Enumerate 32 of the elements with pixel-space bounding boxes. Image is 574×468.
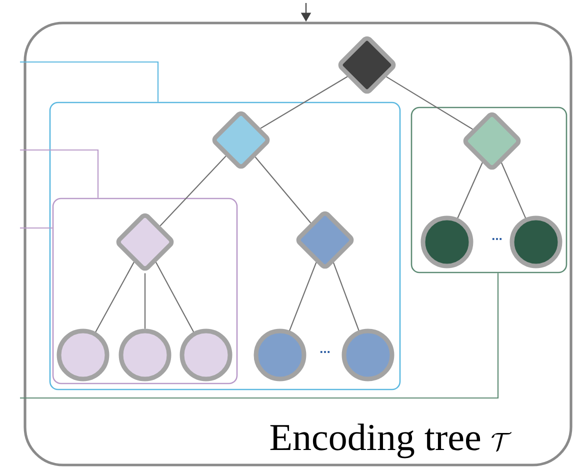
diamond-node bbox=[116, 213, 174, 271]
group-box bbox=[49, 102, 401, 390]
circle-node bbox=[510, 216, 562, 268]
connector-line bbox=[254, 156, 312, 224]
ellipsis: ... bbox=[492, 238, 502, 240]
connector-line bbox=[20, 227, 52, 229]
circle-node bbox=[420, 216, 474, 268]
group-box bbox=[410, 106, 568, 274]
connector-line bbox=[160, 156, 226, 226]
connector-line bbox=[457, 162, 483, 218]
diamond-node bbox=[212, 111, 270, 169]
diamond-node bbox=[338, 36, 396, 94]
circle-node bbox=[56, 328, 110, 382]
connector-line bbox=[20, 61, 159, 102]
connector-line bbox=[500, 162, 526, 218]
connector-line bbox=[95, 262, 134, 332]
diamond-node bbox=[296, 211, 354, 269]
diamond-node bbox=[463, 112, 521, 170]
ellipsis: ... bbox=[320, 351, 330, 353]
connector-line bbox=[144, 273, 146, 329]
circle-node bbox=[180, 328, 232, 382]
connector-line bbox=[386, 76, 473, 130]
connector-line bbox=[260, 76, 348, 129]
connector-line bbox=[20, 273, 499, 399]
group-box bbox=[52, 198, 238, 384]
connector-line bbox=[20, 149, 99, 198]
connector-line bbox=[289, 262, 317, 331]
circle-node bbox=[118, 328, 172, 382]
connector-line bbox=[155, 262, 194, 332]
connector-line bbox=[332, 262, 360, 331]
circle-node bbox=[342, 328, 394, 382]
circle-node bbox=[254, 328, 306, 382]
